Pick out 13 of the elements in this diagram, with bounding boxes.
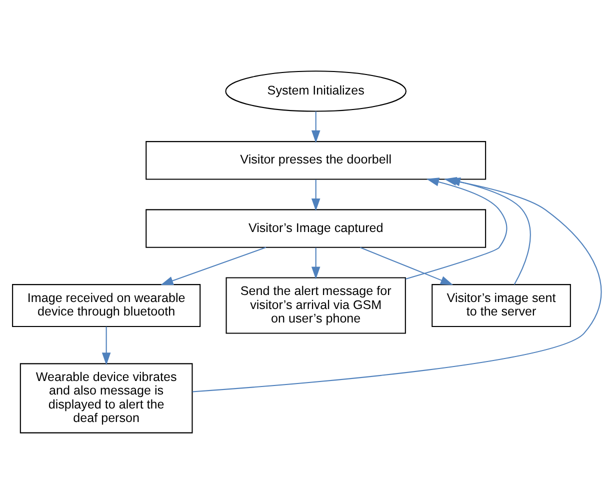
arrow: [102, 326, 111, 366]
arrow: [311, 180, 320, 212]
node-box: Wearable device vibrates and also message is displayed to alert the deaf person: [20, 363, 193, 434]
arrow: [160, 246, 266, 286]
node-ellipse: System Initializes: [225, 70, 406, 112]
node-box: Send the alert message for visitor’s arrival via GSM on user’s phone: [226, 277, 406, 334]
node-box: Visitor presses the doorbell: [146, 141, 486, 180]
node-box: Visitor’s image sent to the server: [432, 284, 571, 327]
node-box: Image received on wearable device through bluetooth: [12, 284, 201, 327]
arrow: [311, 111, 320, 144]
node-box: Visitor’s Image captured: [146, 209, 486, 248]
arrow: [360, 247, 454, 286]
arrow: [311, 248, 320, 280]
